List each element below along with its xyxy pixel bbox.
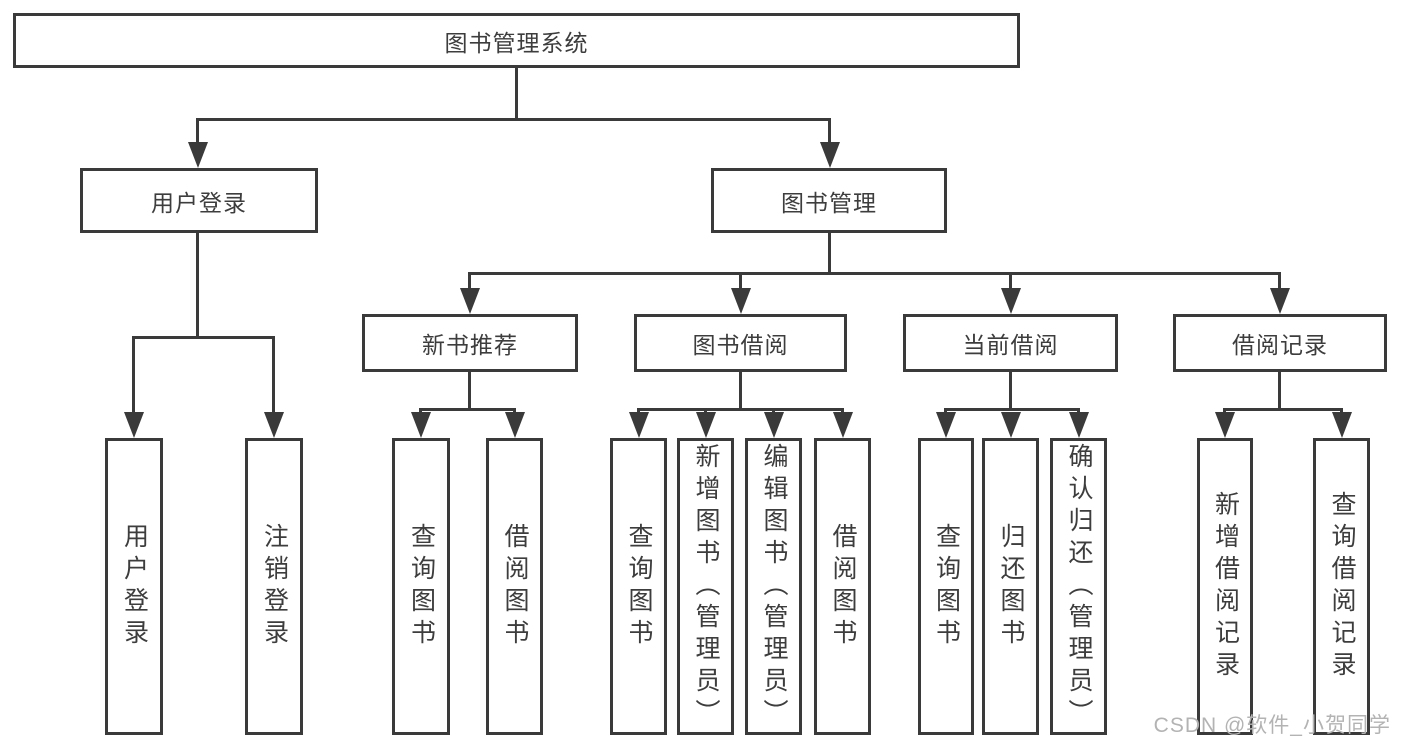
- node-book-management: 图书管理: [711, 168, 947, 233]
- leaf-confirm-return-admin: 确认归还（管理员）: [1050, 438, 1107, 735]
- arrow-down-icon: [731, 288, 751, 314]
- leaf-user-login: 用户登录: [105, 438, 163, 735]
- leaf-query-books-recommend: 查询图书: [392, 438, 450, 735]
- connector-stem: [196, 233, 199, 336]
- arrow-down-icon: [460, 288, 480, 314]
- arrow-down-icon: [629, 412, 649, 438]
- arrow-down-icon: [820, 142, 840, 168]
- connector-stem: [1009, 272, 1012, 292]
- connector-stem: [739, 372, 742, 408]
- leaf-query-books-current: 查询图书: [918, 438, 974, 735]
- leaf-query-borrow-record: 查询借阅记录: [1313, 438, 1370, 735]
- leaf-return-book: 归还图书: [982, 438, 1039, 735]
- arrow-down-icon: [1332, 412, 1352, 438]
- node-user-login: 用户登录: [80, 168, 318, 233]
- connector-stem: [272, 336, 275, 416]
- connector-bus-current-borrow: [944, 408, 1080, 411]
- node-current-borrowing: 当前借阅: [903, 314, 1118, 372]
- arrow-down-icon: [1215, 412, 1235, 438]
- connector-stem: [828, 118, 831, 150]
- connector-stem: [132, 336, 135, 416]
- arrow-down-icon: [124, 412, 144, 438]
- connector-bus-book-borrow: [637, 408, 844, 411]
- node-book-borrowing: 图书借阅: [634, 314, 847, 372]
- arrow-down-icon: [833, 412, 853, 438]
- arrow-down-icon: [1001, 412, 1021, 438]
- arrow-down-icon: [764, 412, 784, 438]
- node-library-management-system: 图书管理系统: [13, 13, 1020, 68]
- arrow-down-icon: [1001, 288, 1021, 314]
- watermark: CSDN @软件_小贺同学: [1153, 714, 1391, 737]
- connector-bus-level3: [468, 272, 1281, 275]
- connector-bus-borrow-records: [1223, 408, 1343, 411]
- node-new-book-recommend: 新书推荐: [362, 314, 578, 372]
- leaf-add-borrow-record: 新增借阅记录: [1197, 438, 1253, 735]
- connector-bus-user-login: [132, 336, 275, 339]
- connector-root-stem: [515, 68, 518, 120]
- arrow-down-icon: [936, 412, 956, 438]
- connector-stem: [1009, 372, 1012, 408]
- connector-stem: [739, 272, 742, 292]
- node-borrowing-records: 借阅记录: [1173, 314, 1387, 372]
- arrow-down-icon: [696, 412, 716, 438]
- leaf-add-book-admin: 新增图书（管理员）: [677, 438, 734, 735]
- connector-bus-new-book: [419, 408, 516, 411]
- leaf-borrow-books: 借阅图书: [814, 438, 871, 735]
- connector-bus-level2: [196, 118, 831, 121]
- connector-stem: [468, 372, 471, 408]
- arrow-down-icon: [1270, 288, 1290, 314]
- connector-stem: [468, 272, 471, 292]
- connector-stem: [196, 118, 199, 150]
- arrow-down-icon: [1069, 412, 1089, 438]
- connector-stem: [1278, 372, 1281, 408]
- leaf-logout: 注销登录: [245, 438, 303, 735]
- leaf-edit-book-admin: 编辑图书（管理员）: [745, 438, 802, 735]
- connector-stem: [828, 233, 831, 272]
- arrow-down-icon: [188, 142, 208, 168]
- leaf-borrow-books-recommend: 借阅图书: [486, 438, 543, 735]
- arrow-down-icon: [264, 412, 284, 438]
- arrow-down-icon: [505, 412, 525, 438]
- connector-stem: [1278, 272, 1281, 292]
- arrow-down-icon: [411, 412, 431, 438]
- leaf-query-books-borrow: 查询图书: [610, 438, 667, 735]
